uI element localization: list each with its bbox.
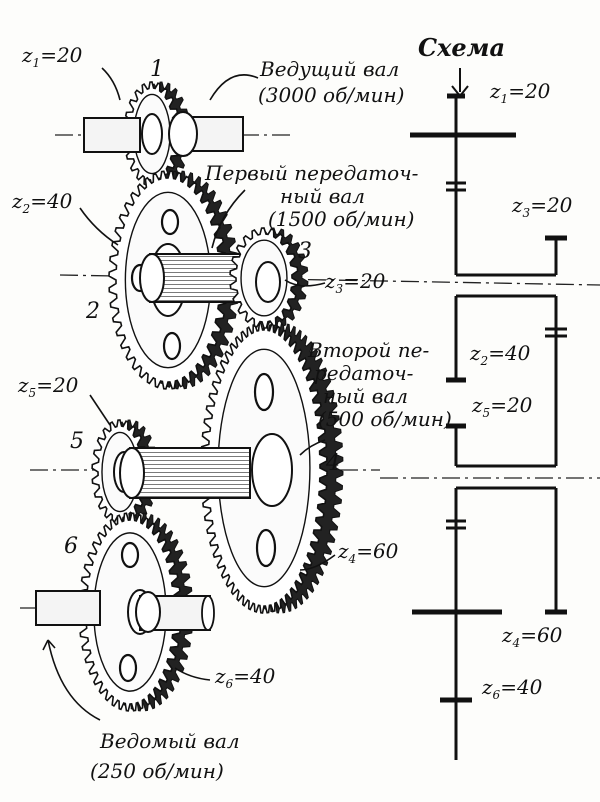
driven-shaft — [35, 590, 215, 633]
scheme-title: Схема — [418, 33, 505, 62]
svg-text:z1=20: z1=20 — [489, 79, 551, 106]
g6-lightening-hole — [120, 541, 140, 569]
scheme-z6-symbol: z — [481, 675, 493, 699]
driven-shaft-speed: (250 об/мин) — [90, 759, 224, 783]
driving-shaft-title: Ведущий вал — [259, 57, 399, 81]
scheme-z2-label: =40 — [488, 341, 530, 365]
scheme-z6-label: =40 — [500, 675, 542, 699]
scheme-z1-sub: 1 — [501, 92, 509, 106]
drawing-z2-symbol: z — [11, 189, 23, 213]
g4-lightening-hole — [253, 372, 275, 412]
gear-number-6: 6 — [64, 534, 78, 559]
second-shaft-speed: (500 об/мин) — [318, 407, 452, 431]
second-shaft-line3: ный вал — [323, 384, 408, 408]
drawing-z5-label: =20 — [36, 373, 78, 397]
g2-lightening-hole — [162, 331, 182, 361]
second-shaft-line2: редаточ- — [314, 361, 414, 385]
g1-hub — [141, 113, 163, 155]
scheme-z1-symbol: z — [489, 79, 501, 103]
scheme-z5-symbol: z — [471, 393, 483, 417]
svg-text:z2=40: z2=40 — [469, 341, 531, 368]
svg-text:z5=20: z5=20 — [471, 393, 533, 420]
drawing-z4-label: =60 — [356, 539, 398, 563]
driving-shaft-speed: (3000 об/мин) — [258, 83, 404, 107]
drawing-z3-sub: 3 — [336, 282, 344, 296]
svg-text:z2=40: z2=40 — [11, 189, 73, 216]
first-shaft-line2: ный вал — [280, 184, 365, 208]
gear-3 — [229, 227, 309, 329]
svg-text:z3=20: z3=20 — [324, 269, 386, 296]
scheme-z2-symbol: z — [469, 341, 481, 365]
scheme-z5-sub: 5 — [483, 406, 491, 420]
driven-shaft-title: Ведомый вал — [99, 729, 240, 753]
drawing-z1-symbol: z — [21, 43, 33, 67]
drawing-z6-label: =40 — [233, 664, 275, 688]
gear-numbers: 1 2 3 4 5 6 — [64, 57, 340, 559]
svg-text:z1=20: z1=20 — [21, 43, 83, 70]
gear-6 — [78, 512, 194, 712]
first-shaft-line1: Первый передаточ- — [204, 161, 419, 185]
drawing-z6-symbol: z — [214, 664, 226, 688]
drawing-z5-sub: 5 — [29, 386, 37, 400]
drawing-z6-sub: 6 — [226, 677, 234, 691]
second-transmission-shaft — [119, 447, 251, 499]
scheme-z5-label: =20 — [490, 393, 532, 417]
svg-text:z4=60: z4=60 — [501, 623, 563, 650]
svg-text:z5=20: z5=20 — [17, 373, 79, 400]
drawing-z2-sub: 2 — [22, 202, 31, 216]
gear-number-5: 5 — [70, 429, 84, 454]
g3-hub — [255, 261, 281, 303]
gear-number-3: 3 — [298, 239, 312, 264]
drawing-z3-symbol: z — [324, 269, 336, 293]
svg-text:z6=40: z6=40 — [214, 664, 276, 691]
scheme-z4-sub: 4 — [512, 636, 521, 650]
first-shaft-speed: (1500 об/мин) — [268, 207, 414, 231]
gear-4 — [200, 322, 344, 614]
scheme-z3-symbol: z — [511, 193, 523, 217]
scheme-z4-symbol: z — [501, 623, 513, 647]
scheme-z1-label: =20 — [508, 79, 550, 103]
g4-lightening-hole — [255, 528, 277, 568]
g6-lightening-hole — [118, 653, 138, 683]
gear-number-2: 2 — [85, 299, 100, 324]
second-shaft-line1: Второй пе- — [307, 338, 430, 362]
scheme-z2-sub: 2 — [480, 354, 489, 368]
kinematic-scheme — [410, 68, 567, 760]
scheme-z4-label: =60 — [520, 623, 562, 647]
svg-text:z4=60: z4=60 — [337, 539, 399, 566]
drawing-z1-label: =20 — [40, 43, 82, 67]
drawing-z4-symbol: z — [337, 539, 349, 563]
gear-number-1: 1 — [150, 57, 164, 82]
scheme-z3-sub: 3 — [523, 206, 531, 220]
driving-shaft — [83, 111, 244, 157]
gear-number-4: 4 — [325, 451, 340, 476]
shaft-captions: Ведущий вал (3000 об/мин) Первый передат… — [90, 57, 452, 783]
g2-lightening-hole — [160, 208, 180, 236]
scheme-z6-sub: 6 — [493, 688, 501, 702]
svg-text:z6=40: z6=40 — [481, 675, 543, 702]
leader-lines — [42, 67, 336, 721]
scheme-labels: z1=20 z3=20 z2=40 z5=20 z4=60 z6=40 — [469, 79, 573, 702]
drawing-z1-sub: 1 — [33, 56, 41, 70]
drawing-z4-sub: 4 — [348, 552, 357, 566]
g4-hub — [251, 433, 293, 507]
drawing-z3-label: =20 — [343, 269, 385, 293]
svg-text:z3=20: z3=20 — [511, 193, 573, 220]
scheme-z3-label: =20 — [530, 193, 572, 217]
drawing-z2-label: =40 — [30, 189, 72, 213]
drawing-z5-symbol: z — [17, 373, 29, 397]
drawing-tooth-labels: z1=20 z2=40 z3=20 z5=20 z4=60 z6=40 — [11, 43, 399, 691]
